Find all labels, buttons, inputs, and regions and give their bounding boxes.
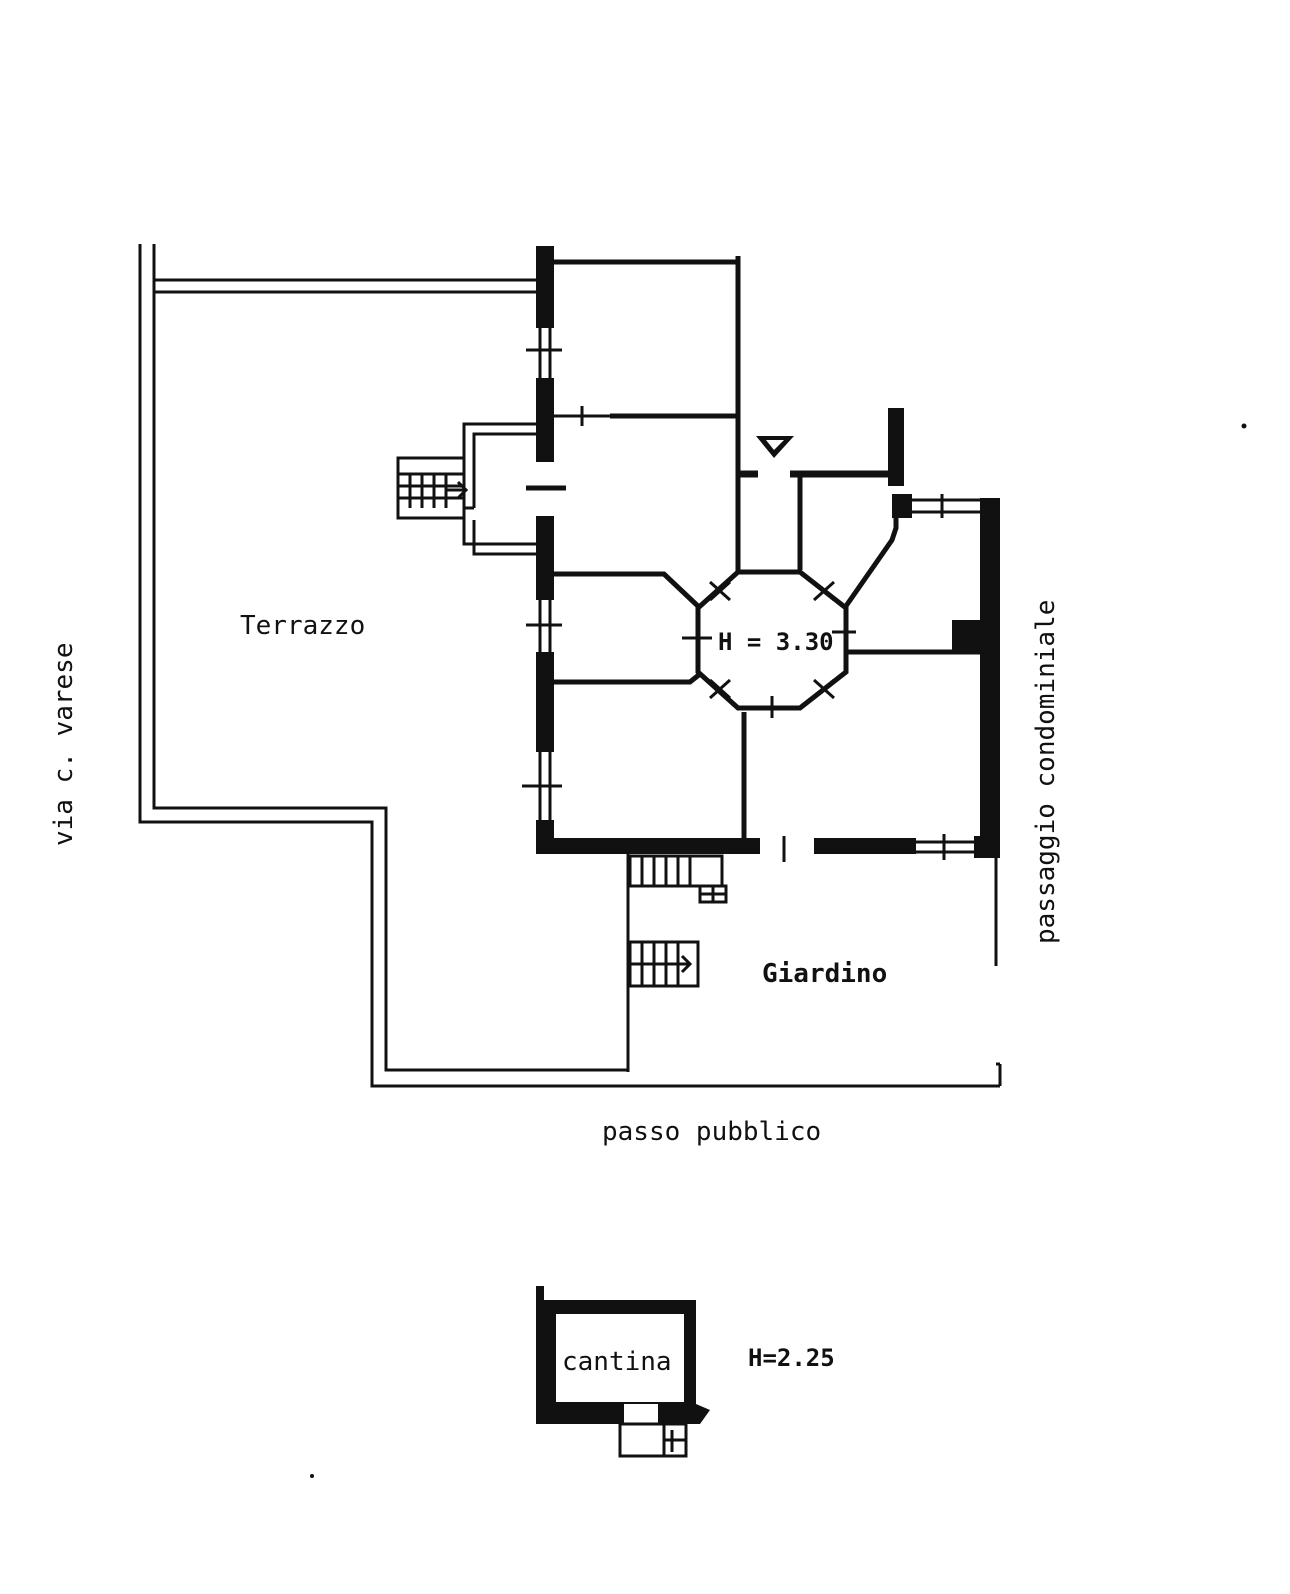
octagonal-hall	[682, 569, 856, 718]
cellar-plan	[536, 1286, 710, 1458]
ceiling-height-label: H = 3.30	[718, 628, 834, 656]
cellar-label: cantina	[562, 1347, 672, 1377]
terrace-label: Terrazzo	[240, 611, 365, 641]
apartment-walls	[522, 246, 1002, 1086]
stairs-icon	[396, 456, 469, 520]
cellar-height-label: H=2.25	[748, 1344, 835, 1372]
terrace-stair-bay	[396, 422, 566, 556]
street-left-label: via c. varese	[49, 643, 79, 847]
entrance-triangle-icon	[756, 436, 794, 458]
scan-speck	[1241, 423, 1247, 429]
street-bottom-label: passo pubblico	[602, 1117, 821, 1147]
scan-speck	[310, 1474, 314, 1478]
stairs-icon	[628, 940, 700, 988]
terrace-outline	[138, 244, 1000, 1088]
garden-label: Giardino	[762, 959, 887, 989]
stairs-icon	[628, 854, 728, 904]
passage-right-label: passaggio condominiale	[1031, 600, 1061, 944]
garden-stairs	[626, 854, 728, 1072]
